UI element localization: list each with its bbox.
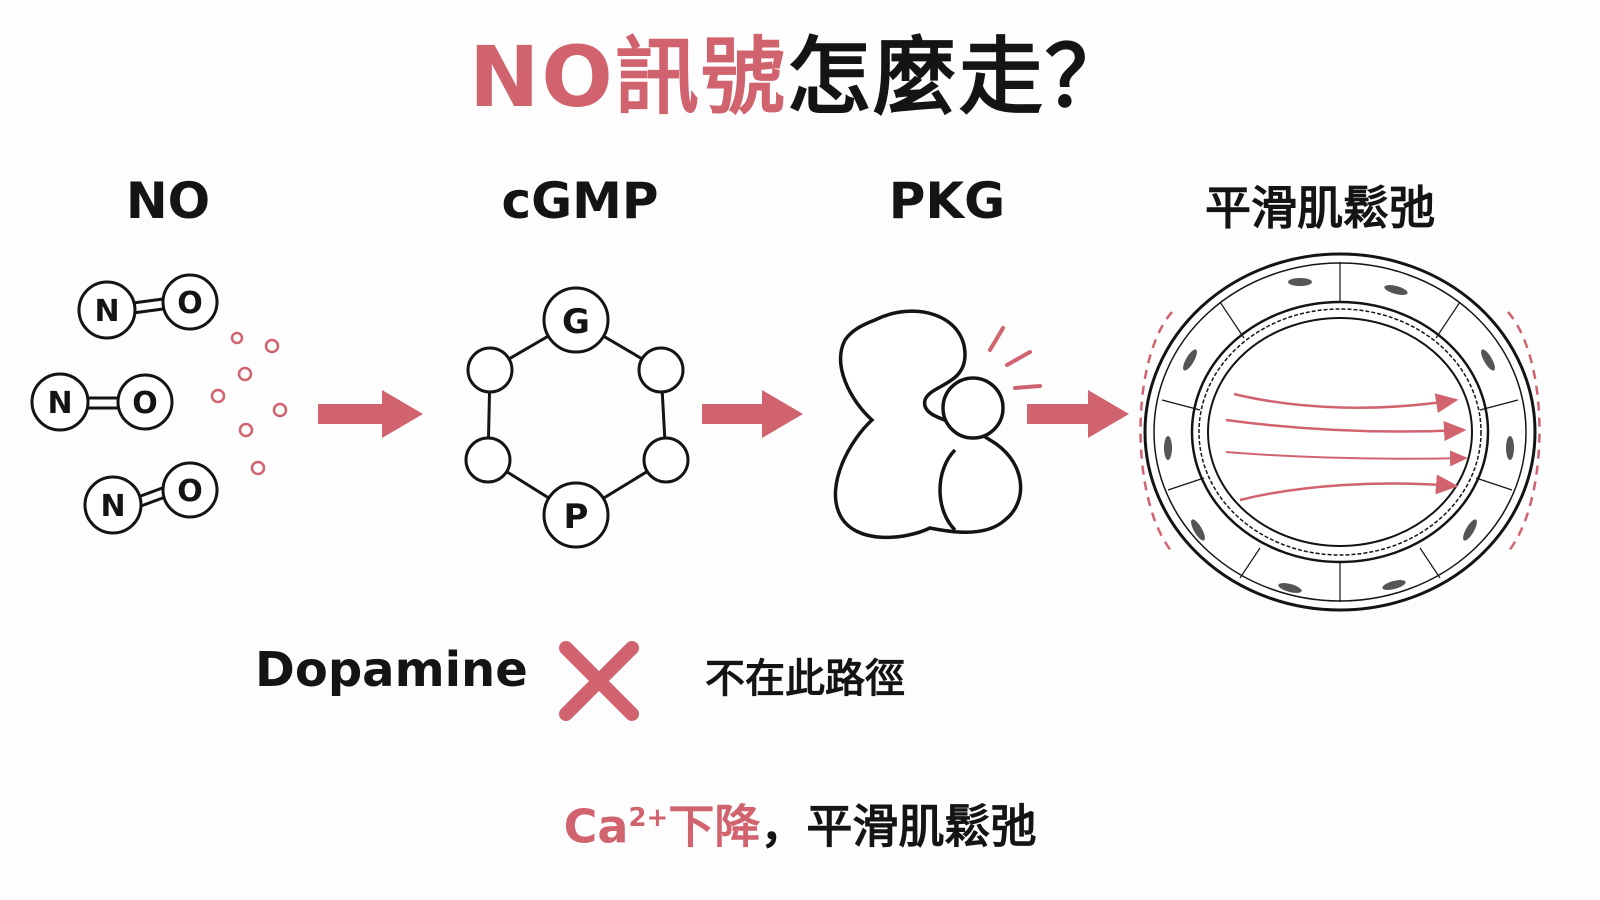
cgmp-ring bbox=[464, 286, 690, 549]
stage-label-smooth-muscle: 平滑肌鬆弛 bbox=[1205, 181, 1435, 235]
atom-n-label: N bbox=[47, 386, 72, 421]
calcium-fall: 下降 bbox=[668, 799, 761, 854]
atom-n-label: N bbox=[100, 489, 125, 524]
ring-atom-g-label: G bbox=[562, 302, 590, 342]
stage-label-pkg: PKG bbox=[888, 172, 1006, 230]
pkg-protein bbox=[833, 309, 1023, 540]
oxygen-atom bbox=[161, 273, 219, 331]
ring-atom-p bbox=[542, 481, 610, 549]
no-diffusion-bubbles bbox=[210, 331, 288, 476]
atom-o-label: O bbox=[132, 386, 158, 421]
conclusion-line: Ca2+下降，平滑肌鬆弛 bbox=[0, 778, 1600, 866]
calcium-charge: 2+ bbox=[628, 803, 669, 833]
arrow-cgmp-to-pkg bbox=[702, 390, 803, 438]
muscle-cells bbox=[1161, 262, 1519, 602]
dopamine-label: Dopamine bbox=[255, 642, 528, 698]
ring-atom-p-label: P bbox=[564, 497, 589, 537]
dopamine-row: Dopamine 不在此路徑 bbox=[0, 628, 1600, 718]
arrow-no-to-cgmp bbox=[318, 390, 423, 438]
ring-atom bbox=[466, 346, 514, 394]
atom-o-label: O bbox=[177, 474, 203, 509]
title-rest: 怎麼走？ bbox=[786, 28, 1131, 126]
no-molecule bbox=[83, 461, 219, 535]
ring-atom-g bbox=[542, 286, 610, 354]
not-in-path-label: 不在此路徑 bbox=[705, 656, 905, 702]
title-accent: NO訊號 bbox=[469, 28, 787, 126]
no-molecule bbox=[30, 372, 174, 432]
pkg-bound-cgmp bbox=[941, 376, 1005, 440]
cell-nuclei bbox=[1164, 278, 1514, 593]
cross-icon bbox=[559, 641, 639, 721]
dilation-dashes bbox=[1139, 311, 1541, 553]
ring-atom bbox=[637, 346, 685, 394]
ring-atom bbox=[642, 436, 690, 484]
stage-label-cgmp: cGMP bbox=[501, 172, 659, 230]
blood-vessel bbox=[1139, 252, 1541, 612]
atom-o-label: O bbox=[177, 286, 203, 321]
pkg-activation-rays bbox=[988, 326, 1042, 390]
nitrogen-atom bbox=[83, 475, 143, 535]
arrow-pkg-to-muscle bbox=[1027, 390, 1129, 438]
calcium-symbol: Ca bbox=[563, 799, 629, 854]
oxygen-atom bbox=[161, 461, 219, 519]
nitrogen-atom bbox=[30, 372, 90, 432]
conclusion-result: 平滑肌鬆弛 bbox=[806, 799, 1037, 854]
atom-n-label: N bbox=[94, 294, 119, 329]
stage-label-no: NO bbox=[125, 172, 211, 230]
ring-atom bbox=[464, 436, 512, 484]
comma: ， bbox=[760, 799, 807, 854]
nitrogen-atom bbox=[77, 280, 137, 340]
oxygen-atom bbox=[116, 373, 174, 431]
no-molecule bbox=[77, 273, 219, 340]
flow-arrows bbox=[1225, 392, 1468, 502]
page-title: NO訊號怎麼走？ bbox=[0, 22, 1600, 132]
